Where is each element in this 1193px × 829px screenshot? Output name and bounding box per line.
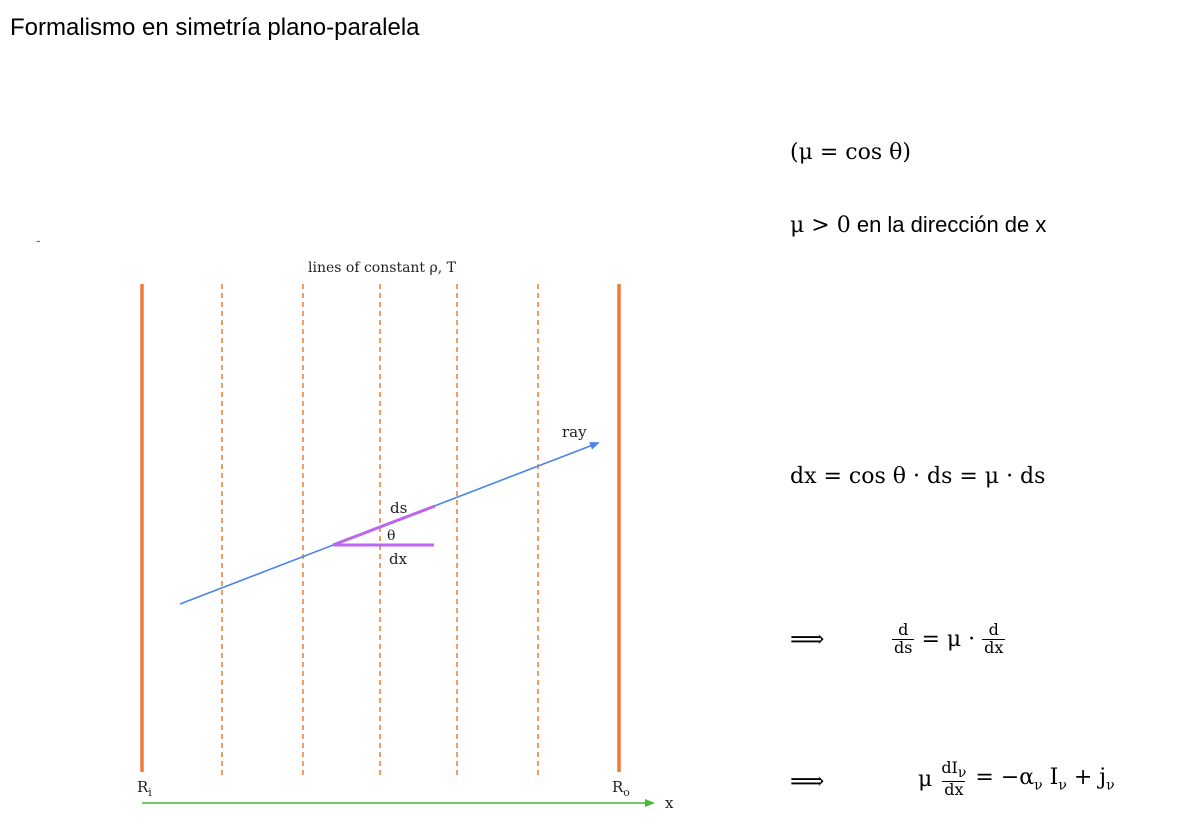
slide-title: Formalismo en simetría plano-paralela xyxy=(10,14,420,41)
dx-relation-equation: dx = cos θ · ds = μ · ds xyxy=(790,464,1046,489)
ray-label: ray xyxy=(562,423,587,441)
ds-label: ds xyxy=(390,499,407,517)
theta-label: θ xyxy=(387,528,395,544)
implies-arrow: ⟹ xyxy=(790,767,825,795)
transfer-rhs: = −αν Iν + jν xyxy=(975,765,1115,794)
constant-lines-label: lines of constant ρ, T xyxy=(308,260,457,276)
transfer-mu: μ xyxy=(918,766,933,792)
mu-positive-math: μ > 0 xyxy=(790,213,851,238)
mu-definition: (μ = cos θ) xyxy=(790,140,911,165)
mu-positive-statement: μ > 0 en la dirección de x xyxy=(790,212,1046,238)
dx-label: dx xyxy=(389,550,408,568)
mu-positive-text: en la dirección de x xyxy=(850,212,1047,237)
inner-radius-label: Ri xyxy=(137,778,152,799)
x-axis-label: x xyxy=(665,794,674,812)
outer-radius-label: Ro xyxy=(612,778,630,799)
ds-segment xyxy=(332,504,436,547)
stray-dash-mark: - xyxy=(36,232,41,248)
plane-parallel-diagram: lines of constant ρ, T ray ds θ dx Ri Ro… xyxy=(137,260,674,812)
implies-arrow: ⟹ xyxy=(790,625,825,653)
derivative-equals-mu: = μ · xyxy=(921,626,976,652)
